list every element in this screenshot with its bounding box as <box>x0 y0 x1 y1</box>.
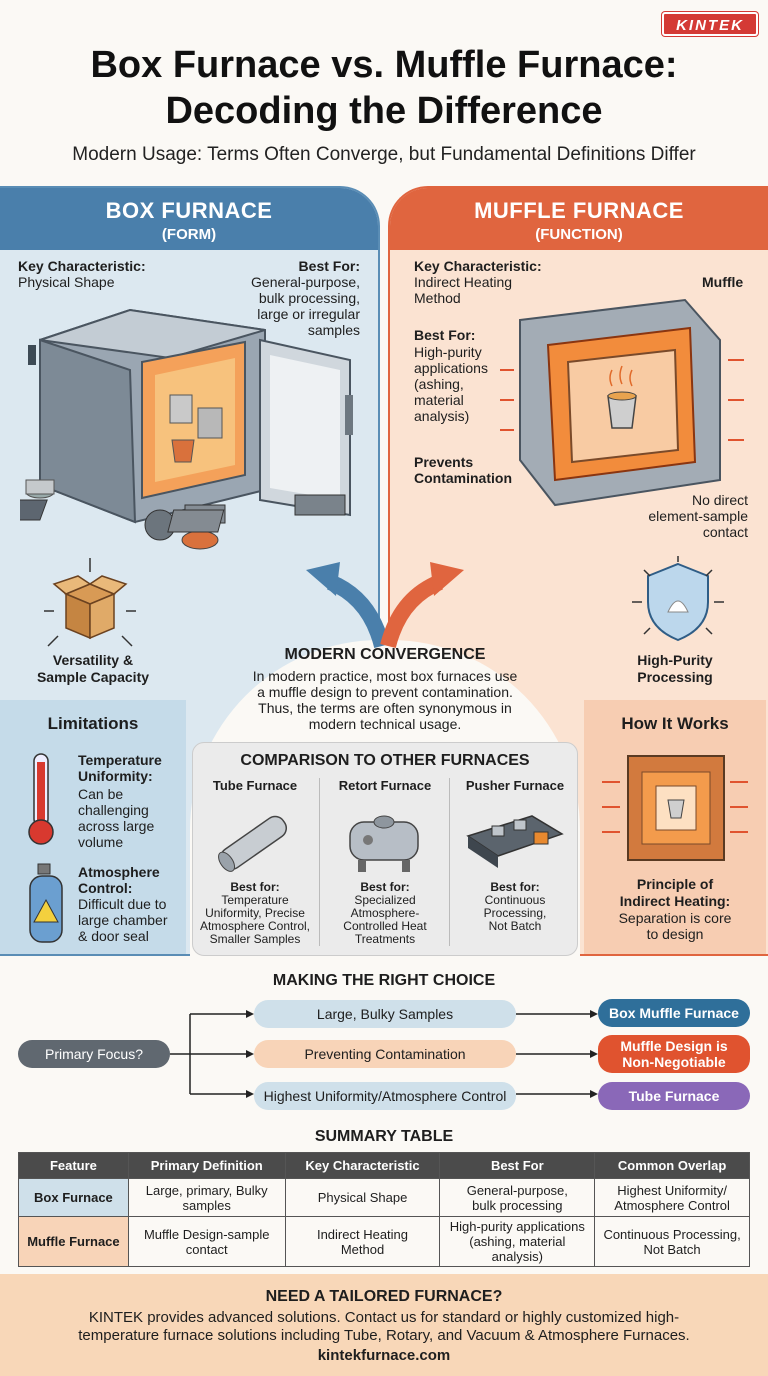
footer-text: KINTEK provides advanced solutions. Cont… <box>78 1309 690 1344</box>
muffle-furnace-illustration <box>500 298 744 507</box>
muffle-best-label: Best For: <box>414 327 476 343</box>
summary-title: SUMMARY TABLE <box>314 1128 454 1145</box>
table-header: Common Overlap <box>594 1152 750 1179</box>
muffle-best-value: High-purity applications (ashing, materi… <box>414 344 488 424</box>
high-purity-label: High-Purity Processing <box>637 652 713 685</box>
brand-logo[interactable]: KINTEK <box>662 12 758 36</box>
temp-uniformity-title: Temperature Uniformity: <box>78 752 162 784</box>
page-title: Box Furnace vs. Muffle Furnace: Decoding… <box>90 44 678 132</box>
comparison-item-pusher: Pusher Furnace <box>465 778 565 793</box>
result-box-muffle[interactable]: Box Muffle Furnace <box>598 999 750 1027</box>
comparison-item-retort: Retort Furnace <box>338 778 432 793</box>
pusher-furnace-icon <box>466 815 564 868</box>
comparison-desc-retort: Best for: Specialized Atmosphere- Contro… <box>343 880 427 946</box>
convergence-arrows-icon <box>306 562 464 648</box>
table-header: Feature <box>18 1152 129 1179</box>
limitations-title: Limitations <box>47 714 139 733</box>
comparison-desc-pusher: Best for: Continuous Processing, Not Bat… <box>483 880 547 933</box>
how-it-works-title: How It Works <box>621 714 729 733</box>
principle-title: Principle of Indirect Heating: <box>619 876 731 909</box>
option-large-bulky[interactable]: Large, Bulky Samples <box>254 1000 516 1028</box>
no-direct-contact-label: No direct element-sample contact <box>648 492 748 540</box>
result-muffle-design[interactable]: Muffle Design is Non-Negotiable <box>598 1035 750 1073</box>
convergence-text: In modern practice, most box furnaces us… <box>252 668 518 732</box>
atmosphere-control-title: Atmosphere Control: <box>78 864 160 896</box>
result-tube-furnace[interactable]: Tube Furnace <box>598 1082 750 1110</box>
choice-title: MAKING THE RIGHT CHOICE <box>272 972 496 989</box>
option-uniformity[interactable]: Highest Uniformity/Atmosphere Control <box>254 1082 516 1110</box>
atmosphere-control-text: Difficult due to large chamber & door se… <box>78 896 168 944</box>
footer: NEED A TAILORED FURNACE? KINTEK provides… <box>0 1274 768 1376</box>
decision-connectors <box>170 1010 598 1098</box>
muffle-furnace-header: MUFFLE FURNACE (FUNCTION) <box>390 188 768 250</box>
convergence-title: MODERN CONVERGENCE <box>284 646 486 663</box>
box-best-label: Best For: <box>298 258 360 274</box>
indirect-heating-icon <box>602 755 748 861</box>
table-cell: Continuous Processing,Not Batch <box>594 1216 750 1267</box>
tube-furnace-icon <box>218 815 288 872</box>
muffle-key-value: Indirect Heating Method <box>414 274 513 306</box>
thermometer-icon <box>28 753 54 845</box>
box-furnace-header: BOX FURNACE (FORM) <box>0 188 378 250</box>
table-cell: High-purity applications(ashing, materia… <box>439 1216 596 1267</box>
summary-table: Feature Primary Definition Key Character… <box>18 1152 750 1267</box>
option-prevent-contamination[interactable]: Preventing Contamination <box>254 1040 516 1068</box>
principle-text: Separation is core to design <box>618 910 732 942</box>
comparison-item-tube: Tube Furnace <box>212 778 298 793</box>
temp-uniformity-text: Can be challenging across large volume <box>78 786 155 850</box>
table-header-row: Feature Primary Definition Key Character… <box>18 1152 750 1179</box>
box-key-label: Key Characteristic: <box>18 258 146 274</box>
box-key-value: Physical Shape <box>18 274 115 290</box>
primary-focus-node[interactable]: Primary Focus? <box>18 1040 170 1068</box>
table-cell: Muffle Furnace <box>18 1216 129 1267</box>
footer-link[interactable]: kintekfurnace.com <box>317 1347 451 1364</box>
muffle-label: Muffle <box>702 274 744 290</box>
gas-cylinder-icon <box>29 863 63 943</box>
box-best-value: General-purpose, bulk processing, large … <box>251 274 360 338</box>
prevents-contamination-label: Prevents Contamination <box>414 454 512 486</box>
table-header: Best For <box>439 1152 596 1179</box>
shield-icon <box>632 556 724 642</box>
open-box-icon <box>44 558 136 647</box>
table-header: Primary Definition <box>127 1152 286 1179</box>
page-subtitle: Modern Usage: Terms Often Converge, but … <box>72 144 696 165</box>
table-cell: Highest Uniformity/Atmosphere Control <box>594 1178 750 1217</box>
table-cell: Box Furnace <box>18 1178 129 1217</box>
box-furnace-illustration <box>20 308 353 550</box>
divider <box>319 778 320 946</box>
comparison-desc-tube: Best for: Temperature Uniformity, Precis… <box>199 880 311 946</box>
comparison-title: COMPARISON TO OTHER FURNACES <box>240 752 530 769</box>
table-cell: Physical Shape <box>284 1178 441 1217</box>
versatility-label: Versatility & Sample Capacity <box>36 652 150 685</box>
footer-title: NEED A TAILORED FURNACE? <box>265 1288 503 1305</box>
muffle-key-label: Key Characteristic: <box>414 258 542 274</box>
table-cell: General-purpose,bulk processing <box>439 1178 596 1217</box>
retort-furnace-icon <box>349 815 419 872</box>
table-header: Key Characteristic <box>284 1152 441 1179</box>
divider <box>449 778 450 946</box>
